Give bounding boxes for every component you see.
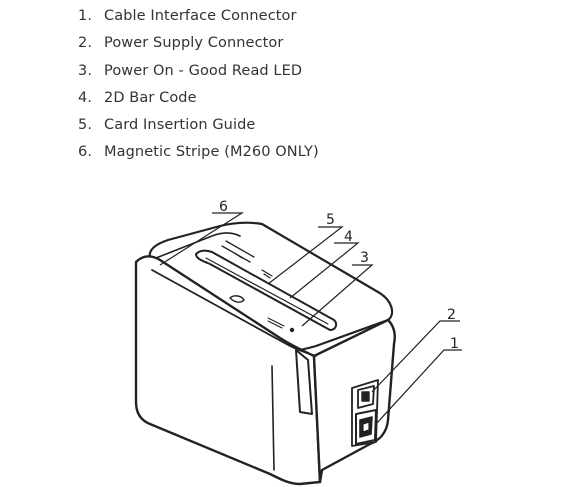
legend-item-6: 6.Magnetic Stripe (M260 ONLY) xyxy=(78,144,319,161)
legend-item-4: 4.2D Bar Code xyxy=(78,89,197,106)
led-indicator xyxy=(289,327,295,333)
leader-line-6 xyxy=(159,212,245,266)
device-front-face xyxy=(134,255,322,486)
card-insertion-guide xyxy=(295,349,313,415)
callout-5: 5 xyxy=(326,212,335,228)
callout-4: 4 xyxy=(344,229,353,245)
front-edge-line xyxy=(151,269,317,357)
parts-legend: 1.Cable Interface Connector 2.Power Supp… xyxy=(78,5,319,169)
brand-logo xyxy=(221,240,255,263)
magnetic-stripe-rail xyxy=(155,232,241,259)
rate-mark xyxy=(261,269,273,279)
callout-2: 2 xyxy=(447,307,456,323)
card-icon xyxy=(229,295,245,303)
callout-1: 1 xyxy=(450,336,459,352)
legend-item-5: 5.Card Insertion Guide xyxy=(78,117,256,134)
cable-connector-clip xyxy=(362,421,370,433)
legend-item-1: 1.Cable Interface Connector xyxy=(78,8,297,24)
legend-item-3: 3.Power On - Good Read LED xyxy=(78,62,303,79)
power-connector-socket xyxy=(361,391,370,402)
leader-line-4 xyxy=(289,242,360,299)
legend-item-2: 2.Power Supply Connector xyxy=(78,35,284,52)
leader-line-1 xyxy=(375,349,462,425)
leader-line-2 xyxy=(371,320,460,393)
front-bezel-ridge xyxy=(271,365,275,471)
led-label xyxy=(267,317,285,329)
card-slot-inner-line xyxy=(205,257,329,325)
callout-3: 3 xyxy=(360,250,369,266)
callout-6: 6 xyxy=(219,199,228,215)
leader-line-3 xyxy=(301,264,374,327)
leader-line-5 xyxy=(267,226,344,285)
